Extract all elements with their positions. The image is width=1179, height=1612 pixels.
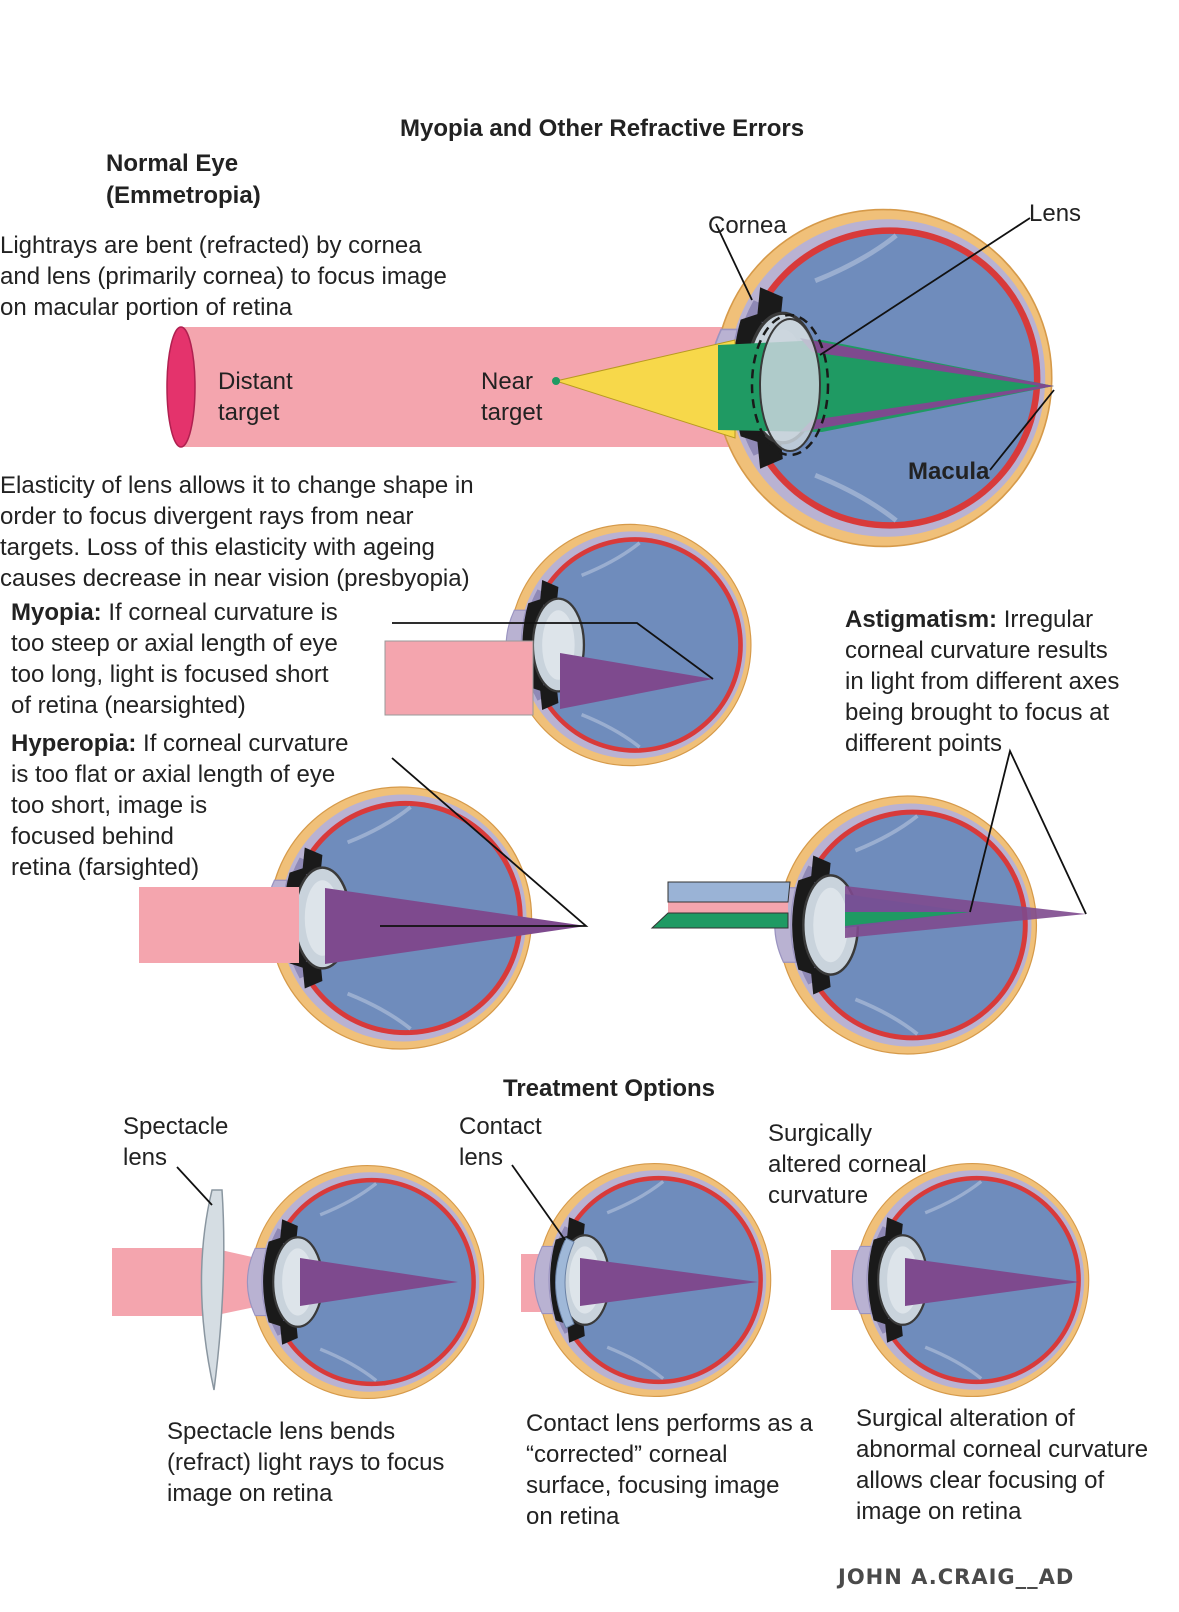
hyperopia-desc-first-line: Hyperopia: If corneal curvature xyxy=(11,728,348,759)
myopia-desc-line: too steep or axial length of eye xyxy=(11,630,338,657)
astigmatism-desc-line: being brought to focus at xyxy=(845,699,1110,726)
near-target-label: target xyxy=(481,399,543,426)
lens-label: Lens xyxy=(1029,200,1082,227)
hyperopia-diagram xyxy=(139,757,589,1051)
astigmatism-desc-line: different points xyxy=(845,730,1002,757)
surgical-label: Surgically xyxy=(768,1120,873,1147)
distant-target-label: target xyxy=(218,399,280,426)
myopia-diagram xyxy=(384,522,753,768)
surgical-caption-line: allows clear focusing of xyxy=(856,1467,1105,1494)
hyperopia-desc-line: is too flat or axial length of eye xyxy=(11,761,336,788)
spectacle-lens-label: lens xyxy=(123,1144,168,1171)
contact-lens-label: lens xyxy=(459,1144,504,1171)
contact-caption-line: on retina xyxy=(526,1503,620,1530)
spectacle-caption-line: Spectacle lens bends xyxy=(167,1418,396,1445)
surgical-label: curvature xyxy=(768,1182,869,1209)
hyperopia-term: Hyperopia: xyxy=(11,730,137,757)
near-target-label: Near xyxy=(481,368,534,395)
hyperopia-desc-rest: If corneal curvature xyxy=(136,730,349,757)
myopia-term: Myopia: xyxy=(11,599,102,626)
hyperopia-desc-line: focused behind xyxy=(11,823,174,850)
myopia-desc-line: of retina (nearsighted) xyxy=(11,692,246,719)
astigmatism-desc-first-line: Astigmatism: Irregular xyxy=(845,604,1093,635)
contact-caption-line: Contact lens performs as a xyxy=(526,1410,813,1437)
astigmatism-desc-line: corneal curvature results xyxy=(845,637,1108,664)
spectacle-lens-label: Spectacle xyxy=(123,1113,229,1140)
normal-eye-desc-line: Lightrays are bent (refracted) by cornea xyxy=(0,232,422,259)
artist-signature: JOHN A.CRAIG__AD xyxy=(838,1565,1075,1589)
hyperopia-desc-line: retina (farsighted) xyxy=(11,854,200,881)
normal-eye-desc-line: on macular portion of retina xyxy=(0,294,293,321)
myopia-desc-first-line: Myopia: If corneal curvature is xyxy=(11,597,338,628)
cornea-label: Cornea xyxy=(708,212,787,239)
astigmatism-diagram xyxy=(650,748,1087,1056)
normal-eye-diagram xyxy=(166,210,1055,547)
astigmatism-term: Astigmatism: xyxy=(845,606,998,633)
astigmatism-desc-line: in light from different axes xyxy=(845,668,1120,695)
contact-diagram xyxy=(511,1161,773,1399)
surgical-caption-line: Surgical alteration of xyxy=(856,1405,1075,1432)
spectacle-diagram xyxy=(112,1163,486,1401)
surgical-diagram xyxy=(831,1161,1091,1399)
normal-eye-subheading: (Emmetropia) xyxy=(106,182,261,209)
contact-caption-line: “corrected” corneal xyxy=(526,1441,728,1468)
myopia-desc-line: too long, light is focused short xyxy=(11,661,329,688)
surgical-label: altered corneal xyxy=(768,1151,927,1178)
astigmatism-desc-rest: Irregular xyxy=(997,606,1094,633)
surgical-caption-line: abnormal corneal curvature xyxy=(856,1436,1149,1463)
normal-eye-desc-line: and lens (primarily cornea) to focus ima… xyxy=(0,263,447,290)
elasticity-note-line: order to focus divergent rays from near xyxy=(0,503,414,530)
myopia-desc-rest: If corneal curvature is xyxy=(101,599,338,626)
distant-target-label: Distant xyxy=(218,368,293,395)
normal-eye-heading: Normal Eye xyxy=(106,150,239,177)
surgical-caption-line: image on retina xyxy=(856,1498,1022,1525)
spectacle-caption-line: (refract) light rays to focus xyxy=(167,1449,445,1476)
hyperopia-desc-line: too short, image is xyxy=(11,792,208,819)
elasticity-note-line: targets. Loss of this elasticity with ag… xyxy=(0,534,435,561)
treatment-heading: Treatment Options xyxy=(503,1075,716,1102)
contact-caption-line: surface, focusing image xyxy=(526,1472,780,1499)
macula-label: Macula xyxy=(908,458,990,485)
elasticity-note-line: causes decrease in near vision (presbyop… xyxy=(0,565,470,592)
spectacle-caption-line: image on retina xyxy=(167,1480,333,1507)
page-title: Myopia and Other Refractive Errors xyxy=(400,115,805,142)
elasticity-note-line: Elasticity of lens allows it to change s… xyxy=(0,472,474,499)
contact-lens-label: Contact xyxy=(459,1113,542,1140)
